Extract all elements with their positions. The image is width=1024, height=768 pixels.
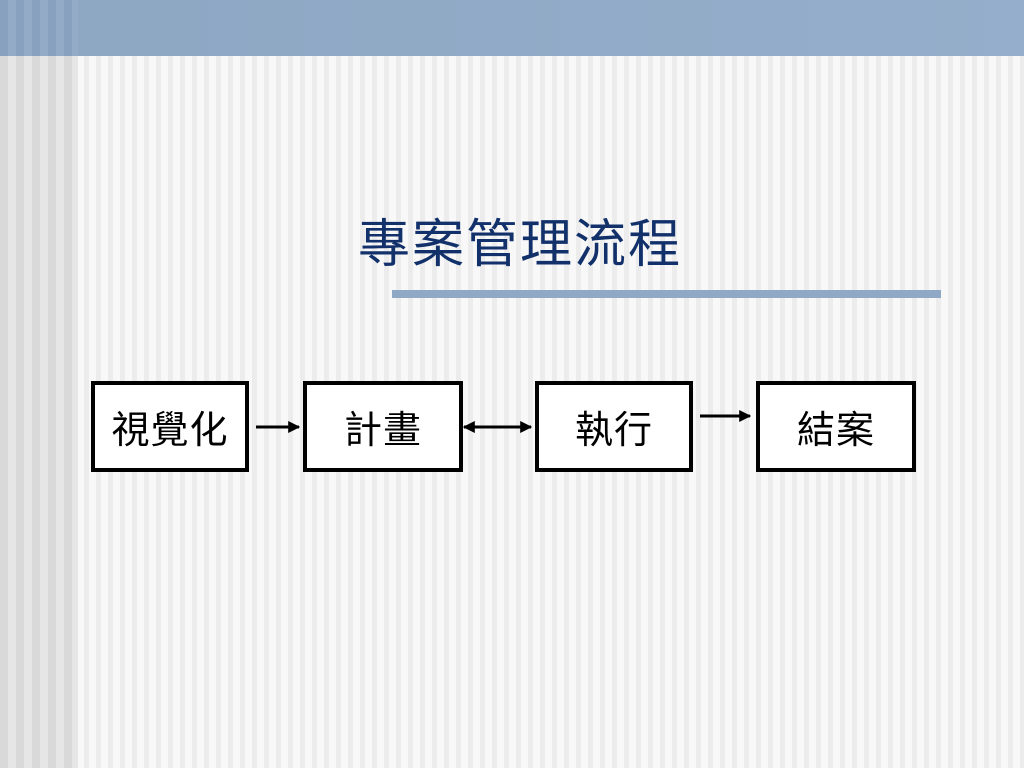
step-label-visualize: 視覺化 <box>111 408 229 452</box>
slide-title: 專案管理流程 <box>357 215 682 275</box>
step-label-execute: 執行 <box>574 408 653 452</box>
step-box-execute: 執行 <box>535 381 693 472</box>
step-label-plan: 計畫 <box>343 408 422 452</box>
top-banner <box>0 0 1024 56</box>
top-banner-left-stripes <box>0 0 78 56</box>
title-underline <box>392 290 941 298</box>
step-box-close: 結案 <box>756 381 916 472</box>
step-box-plan: 計畫 <box>303 381 463 472</box>
left-decorative-band <box>0 0 78 768</box>
step-box-visualize: 視覺化 <box>91 381 249 472</box>
step-label-close: 結案 <box>796 408 875 452</box>
